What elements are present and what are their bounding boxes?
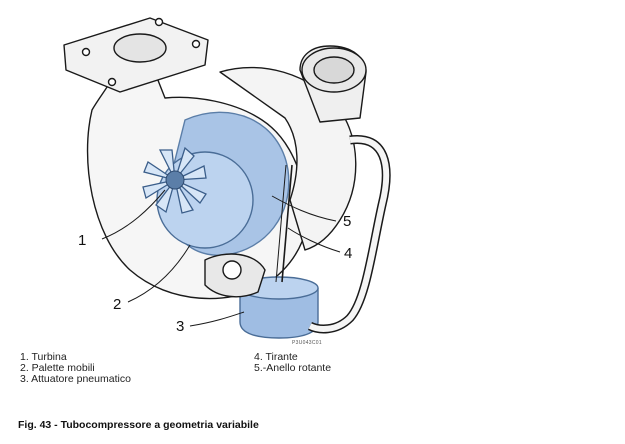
drawing-code: P3U043C01 [292, 340, 322, 346]
figure-caption: Fig. 43 - Tubocompressore a geometria va… [18, 419, 259, 431]
callout-2: 2 [113, 296, 122, 313]
legend-right: 4. Tirante 5.-Anello rotante [254, 352, 331, 374]
leader-2 [127, 244, 191, 303]
callout-4: 4 [344, 245, 353, 262]
callout-1: 1 [78, 232, 87, 249]
leader-3 [189, 311, 245, 327]
flange-port [113, 33, 167, 63]
leader-1 [101, 189, 166, 240]
legend-item: 1. Turbina [20, 351, 67, 363]
leader-5 [271, 195, 337, 222]
legend-left: 1. Turbina 2. Palette mobili 3. Attuator… [20, 352, 131, 385]
legend-item: 2. Palette mobili [20, 362, 95, 374]
legend-item: 3. Attuatore pneumatico [20, 373, 131, 385]
callout-5: 5 [343, 213, 352, 230]
legend-item: 5.-Anello rotante [254, 362, 332, 374]
actuator-rod [281, 164, 293, 283]
leader-4 [287, 227, 341, 253]
legend-item: 4. Tirante [254, 351, 298, 363]
callout-3: 3 [176, 318, 185, 335]
